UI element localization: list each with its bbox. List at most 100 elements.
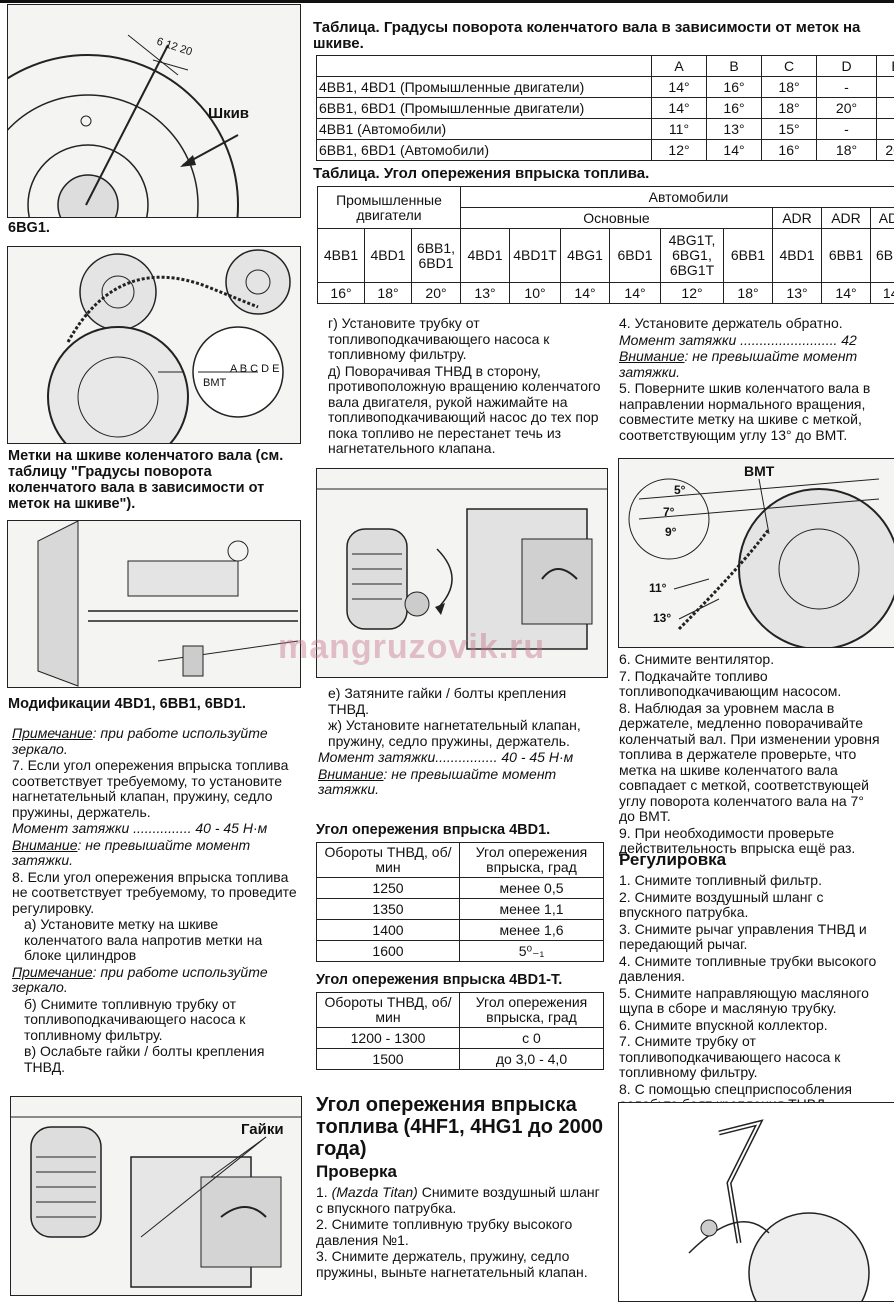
table-cell: 18°: [762, 98, 817, 119]
figure-modifications: [7, 520, 301, 688]
table-title: Угол опережения впрыска 4BD1.: [316, 822, 550, 838]
pulley-label: Шкив: [208, 105, 249, 122]
mark-label: 9°: [665, 525, 676, 539]
mark-label: 11°: [649, 581, 666, 595]
paragraph: 7. Подкачайте топливо топливоподкачивающ…: [619, 669, 881, 700]
table-cell: 1200 - 1300: [317, 1028, 460, 1049]
paragraph: в) Ослабьте гайки / болты крепления ТНВД…: [12, 1044, 300, 1075]
table-title: Таблица. Градусы поворота коленчатого ва…: [313, 20, 893, 52]
table-cell: ADR: [773, 208, 822, 229]
table-cell: 6BB1, 6BD1 (Автомобили): [317, 140, 652, 161]
table-cell: 13°: [461, 283, 510, 304]
table-cell: 4BB1: [318, 229, 365, 283]
table-cell: 20°: [817, 98, 877, 119]
table-cell: 13°: [707, 119, 762, 140]
table-cell: 14°: [561, 283, 610, 304]
table-cell: до 3,0 - 4,0: [460, 1049, 604, 1070]
table-cell: с 0: [460, 1028, 604, 1049]
table-4bd1t: Обороты ТНВД, об/мин Угол опережения впр…: [316, 992, 604, 1070]
table-title: Угол опережения впрыска 4BD1-T.: [316, 972, 562, 988]
mark-label: 13°: [653, 611, 671, 625]
paragraph: 5. Поверните шкив коленчатого вала в нап…: [619, 381, 881, 443]
table-cell: 4BD1: [365, 229, 412, 283]
table-cell: 6BD1: [610, 229, 661, 283]
figure-caption: Метки на шкиве коленчатого вала (см. таб…: [8, 448, 298, 512]
torque-line: Момент затяжки ............... 40 - 45 Н…: [12, 821, 300, 837]
table-injection-angle: Промышленные двигатели Автомобили Основн…: [317, 186, 894, 304]
section-title: Угол опережения впрыска топлива (4HF1, 4…: [316, 1094, 606, 1160]
note-line: Примечание: при работе используйте зерка…: [12, 965, 300, 996]
table-cell: ADR: [871, 208, 894, 229]
paragraph: б) Снимите топливную трубку от топливопо…: [12, 997, 300, 1044]
table-cell: 1350: [317, 899, 460, 920]
adjust-list: 1. Снимите топливный фильтр. 2. Снимите …: [619, 873, 881, 1114]
bmt-label: BMT: [203, 377, 226, 389]
table-cell: 11°: [652, 119, 707, 140]
paragraph: а) Установите метку на шкиве коленчатого…: [12, 917, 300, 964]
table-cell: 14°: [652, 98, 707, 119]
adjust-title: Регулировка: [619, 850, 726, 870]
table-cell: Промышленные двигатели: [318, 187, 461, 229]
middle-column-text: е) Затяните гайки / болты крепления ТНВД…: [318, 686, 608, 799]
table-cell: 14°: [871, 283, 894, 304]
figure-special-tool: [618, 1102, 894, 1302]
paragraph: 7. Если угол опережения впрыска топлива …: [12, 758, 300, 820]
table-cell: 13°: [773, 283, 822, 304]
table-cell: 16°: [318, 283, 365, 304]
table-cell: 1500: [317, 1049, 460, 1070]
figure-crank-pulley-marks: BMT A B C D E: [7, 246, 301, 444]
table-cell: Обороты ТНВД, об/мин: [317, 993, 460, 1028]
figure-caption: 6BG1.: [8, 220, 50, 236]
table-cell: -: [877, 98, 894, 119]
figure-caption: Модификации 4BD1, 6BB1, 6BD1.: [8, 696, 246, 712]
torque-line: Момент затяжки................ 40 - 45 Н…: [318, 750, 608, 766]
paragraph: д) Поворачивая ТНВД в сторону, противопо…: [318, 364, 608, 457]
table-cell: 6BB1: [822, 229, 871, 283]
paragraph: 2. Снимите топливную трубку высокого дав…: [316, 1217, 606, 1248]
page-top-rule: [0, 0, 894, 3]
torque-line: Момент затяжки .........................…: [619, 333, 881, 349]
table-cell: 4BG1T, 6BG1, 6BG1T: [661, 229, 724, 283]
right-column-text: 4. Установите держатель обратно. Момент …: [619, 316, 881, 444]
nuts-label: Гайки: [241, 1121, 284, 1138]
figure-pulley-6bg1: Шкив 6 12 20: [7, 4, 301, 218]
table-cell: Угол опережения впрыска, град: [460, 843, 604, 878]
paragraph: 1. (Mazda Titan) Снимите воздушный шланг…: [316, 1185, 606, 1216]
table-cell: 4BG1: [561, 229, 610, 283]
paragraph: ж) Установите нагнетательный клапан, пру…: [318, 718, 608, 749]
paragraph: 3. Снимите держатель, пружину, седло пру…: [316, 1249, 606, 1280]
table-cell: 18°: [365, 283, 412, 304]
paragraph: г) Установите трубку от топливоподкачива…: [318, 316, 608, 363]
table-cell: 14°: [652, 77, 707, 98]
mark-label: 7°: [663, 505, 674, 519]
mark-label: 5°: [674, 483, 685, 497]
table-cell: 6BB1, 6BD1 (Промышленные двигатели): [317, 98, 652, 119]
watermark: mangruzovik.ru: [278, 628, 545, 667]
table-cell: 12°: [661, 283, 724, 304]
middle-column-text: г) Установите трубку от топливоподкачива…: [318, 316, 608, 458]
table-row: 16° 18° 20° 13° 10° 14° 14° 12° 18° 13° …: [318, 283, 894, 304]
table-cell: C: [762, 56, 817, 77]
table-cell: 14°: [610, 283, 661, 304]
figure-bmt-marks: BMT 5° 7° 9° 11° 13°: [618, 458, 894, 648]
paragraph: 8. Наблюдая за уровнем масла в держателе…: [619, 701, 881, 825]
list-item: 7. Снимите трубку от топливоподкачивающе…: [619, 1034, 881, 1081]
table-cell: 16°: [762, 140, 817, 161]
table-cell: ADR: [822, 208, 871, 229]
figure-nuts: Гайки: [10, 1096, 302, 1296]
table-cell: 18°: [762, 77, 817, 98]
table-cell: [317, 56, 652, 77]
table-cell: 20°: [877, 140, 894, 161]
table-cell: 1600: [317, 941, 460, 962]
table-cell: 18°: [724, 283, 773, 304]
table-cell: 16°: [707, 98, 762, 119]
table-cell: менее 1,1: [460, 899, 604, 920]
table-4bd1: Обороты ТНВД, об/мин Угол опережения впр…: [316, 842, 604, 962]
table-row: 6BB1, 6BD1 (Промышленные двигатели) 14° …: [317, 98, 894, 119]
right-column-text: 6. Снимите вентилятор. 7. Подкачайте топ…: [619, 652, 881, 858]
section-subtitle: Проверка: [316, 1162, 397, 1182]
table-row: 4BB1 (Автомобили) 11° 13° 15° - -: [317, 119, 894, 140]
